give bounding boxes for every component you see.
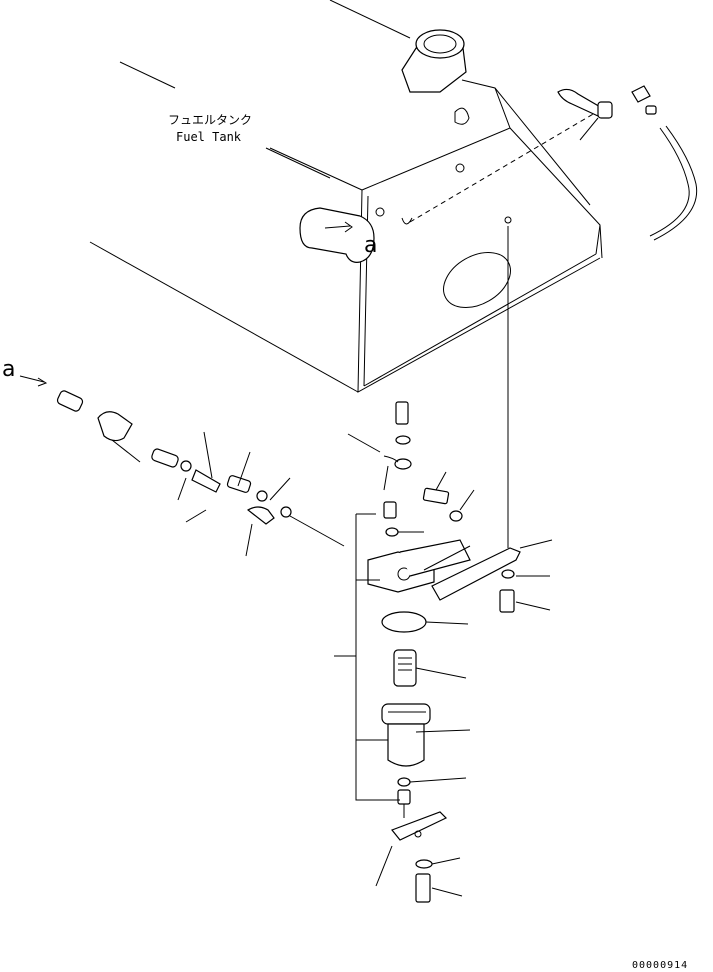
drain-plug-icon [397, 789, 411, 805]
elbow-fitting-icon [631, 85, 657, 115]
washer-icon-mid [394, 458, 412, 470]
drain-cock-icon [557, 88, 613, 141]
filler-neck-icon [401, 29, 467, 93]
tank-leader-line [265, 147, 331, 179]
fitting-chain [19, 375, 345, 557]
washer-icon-3 [280, 506, 292, 518]
washer-icon [180, 460, 192, 472]
bracket-icon [431, 547, 521, 601]
o-ring-icon-small [385, 527, 399, 537]
tank-elbow-icon [299, 207, 375, 263]
figure-code: 00000914 [632, 960, 688, 971]
hose-nipple-icon [56, 390, 84, 412]
mount-hardware [375, 811, 463, 903]
bolt-icon-bottom [415, 873, 431, 903]
washer-icon-bracket [501, 569, 515, 579]
fuel-hose-short-icon [191, 469, 221, 493]
filter-element-icon [393, 649, 417, 687]
washer-icon-drain [397, 777, 411, 787]
hose-elbow-icon [246, 506, 275, 525]
o-ring-icon [381, 611, 427, 633]
callout-a-fitting: a [2, 357, 15, 382]
bolt-icon-top [395, 401, 409, 425]
adapter-icon [151, 448, 179, 468]
washer-icon-bottom [415, 859, 433, 869]
washer-icon-top [395, 435, 411, 445]
tank-label-japanese: フュエルタンク [168, 113, 252, 127]
fuel-hose-icon [649, 125, 698, 241]
washer-icon-right [449, 510, 463, 522]
callout-a-tank: a [364, 233, 377, 258]
mount-bracket-icon [391, 811, 448, 841]
washer-icon-2 [256, 490, 268, 502]
bolt-icon-head [383, 501, 397, 519]
drain-cock-icon-2 [97, 411, 133, 442]
filter-bowl-icon [387, 723, 425, 767]
fuel-tank [89, 0, 603, 393]
bolt-icon-right [422, 487, 450, 505]
filter-assembly [334, 226, 553, 818]
filter-bowl-cap-icon [381, 703, 431, 725]
bolt-icon-bracket [499, 589, 515, 613]
tank-label-english: Fuel Tank [176, 130, 242, 144]
